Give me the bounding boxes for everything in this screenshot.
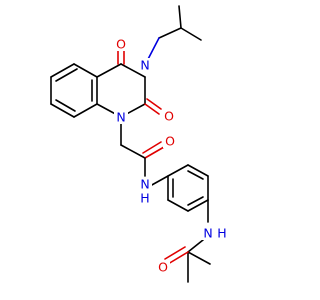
bond	[50, 63, 75, 78]
oxygen-atom-label: O	[165, 134, 175, 149]
bond	[73, 103, 98, 118]
bond	[187, 170, 204, 180]
chemical-structure-diagram: O N O N O N H N H O	[50, 5, 229, 283]
bond	[178, 5, 182, 29]
bond	[96, 63, 122, 78]
hydrogen-atom-label: H	[140, 191, 149, 206]
bond	[73, 63, 98, 78]
acetamide-linker	[120, 116, 169, 187]
phenylene-ring	[167, 164, 209, 212]
nitrogen-atom-label: N	[140, 58, 149, 73]
atom-labels: O N O N O N H N H O	[114, 37, 229, 275]
bond	[146, 98, 162, 110]
nitrogen-atom-label: N	[116, 110, 125, 125]
isobutyl-group	[144, 5, 202, 66]
bond	[50, 103, 75, 118]
bond	[167, 199, 189, 212]
bond	[180, 27, 202, 41]
bond	[120, 63, 146, 78]
bond	[55, 99, 76, 112]
bond	[187, 164, 209, 177]
bond	[120, 144, 146, 159]
bond	[164, 246, 186, 260]
bond	[187, 239, 204, 253]
bond	[167, 251, 189, 265]
bond	[187, 196, 204, 206]
bond	[144, 146, 165, 159]
bond	[187, 199, 209, 212]
hydrogen-atom-label: H	[217, 226, 226, 241]
bond	[144, 103, 160, 115]
nitrogen-atom-label: N	[140, 177, 149, 192]
nitrogen-atom-label: N	[203, 226, 212, 241]
bond	[187, 251, 211, 265]
oxygen-atom-label: O	[164, 109, 174, 124]
oxygen-atom-label: O	[116, 37, 126, 52]
bond	[158, 27, 182, 39]
acetylamino-group	[164, 199, 211, 283]
bond	[167, 164, 189, 177]
bond	[142, 141, 162, 154]
bond	[55, 68, 78, 82]
bond	[149, 175, 169, 187]
oxygen-atom-label: O	[158, 260, 168, 275]
